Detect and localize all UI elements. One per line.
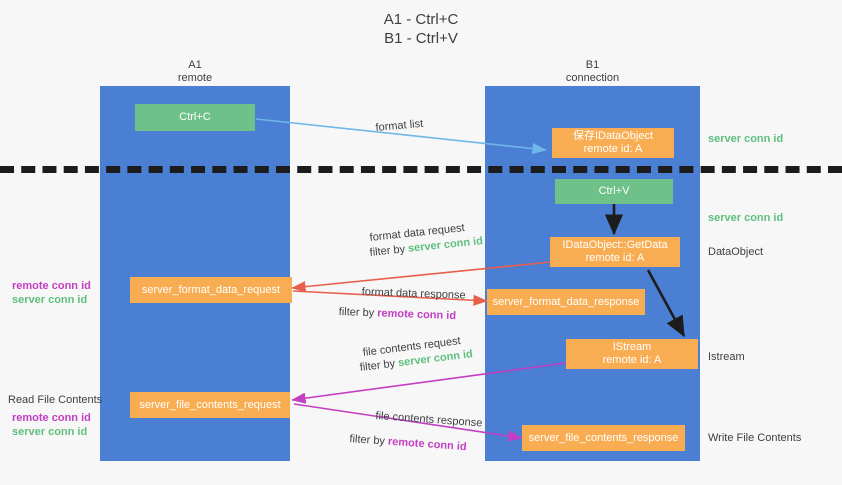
arrow-format-list <box>255 118 547 155</box>
box-save-idataobject[interactable]: 保存IDataObject remote id: A <box>552 128 674 158</box>
annotation-server-conn-id-mid: server conn id <box>708 212 784 224</box>
box-ctrl-v[interactable]: Ctrl+V <box>555 179 673 204</box>
annotation-left-bottom-server-conn-id: server conn id <box>12 426 88 438</box>
lane-header-a1: A1 remote <box>100 59 290 85</box>
box-server-format-data-request-label: server_format_data_request <box>141 283 281 296</box>
lane-b1-role: connection <box>565 72 620 84</box>
filter-prefix: filter by <box>338 305 378 320</box>
box-server-file-contents-response-label: server_file_contents_response <box>528 431 679 444</box>
box-server-file-contents-request[interactable]: server_file_contents_request <box>130 392 290 418</box>
annotation-left-mid-remote-conn-id: remote conn id <box>12 280 91 292</box>
filter-prefix: filter by <box>369 242 409 259</box>
annotation-write-file-contents: Write File Contents <box>708 432 802 444</box>
box-idataobject-getdata-label: IDataObject::GetData <box>562 239 668 251</box>
arrow-file-contents-request <box>291 362 567 404</box>
lane-b1-name: B1 <box>585 59 600 71</box>
filter-value-remote-conn-id: remote conn id <box>377 307 457 323</box>
arrow-file-contents-response <box>293 403 523 442</box>
box-server-format-data-response[interactable]: server_format_data_response <box>487 289 645 315</box>
box-ctrl-c-label: Ctrl+C <box>179 111 211 123</box>
box-save-idataobject-sub: remote id: A <box>583 143 643 155</box>
annotation-server-conn-id-top: server conn id <box>708 133 784 145</box>
box-server-file-contents-request-label: server_file_contents_request <box>139 398 281 411</box>
box-server-format-data-request[interactable]: server_format_data_request <box>130 277 292 303</box>
arrow-format-data-request <box>291 261 552 293</box>
annotation-istream: Istream <box>708 351 745 363</box>
box-ctrl-v-label: Ctrl+V <box>598 185 630 197</box>
lane-a1-name: A1 <box>188 59 202 71</box>
box-ctrl-c[interactable]: Ctrl+C <box>135 104 255 131</box>
box-idataobject-getdata[interactable]: IDataObject::GetData remote id: A <box>550 237 680 267</box>
filter-prefix: filter by <box>349 432 389 448</box>
box-istream-label: IStream <box>612 341 652 353</box>
box-istream-sub: remote id: A <box>602 354 662 366</box>
phase-divider <box>0 166 842 173</box>
title-line-2: B1 - Ctrl+V <box>384 30 458 47</box>
annotation-left-mid-server-conn-id: server conn id <box>12 294 88 306</box>
annotation-read-file-contents: Read File Contents <box>8 394 103 406</box>
arrow-format-data-response <box>292 290 488 306</box>
lane-a1-role: remote <box>177 72 213 84</box>
box-save-idataobject-label: 保存IDataObject <box>572 130 654 142</box>
box-idataobject-getdata-sub: remote id: A <box>585 252 645 264</box>
title-line-1: A1 - Ctrl+C <box>383 11 459 28</box>
box-istream[interactable]: IStream remote id: A <box>566 339 698 369</box>
annotation-dataobject: DataObject <box>708 246 764 258</box>
box-server-format-data-response-label: server_format_data_response <box>492 295 640 308</box>
box-server-file-contents-response[interactable]: server_file_contents_response <box>522 425 685 451</box>
lane-header-b1: B1 connection <box>485 59 700 85</box>
annotation-left-bottom-remote-conn-id: remote conn id <box>12 412 91 424</box>
diagram-title: A1 - Ctrl+C B1 - Ctrl+V <box>0 10 842 48</box>
arrow-getdata-to-istream <box>646 269 686 338</box>
